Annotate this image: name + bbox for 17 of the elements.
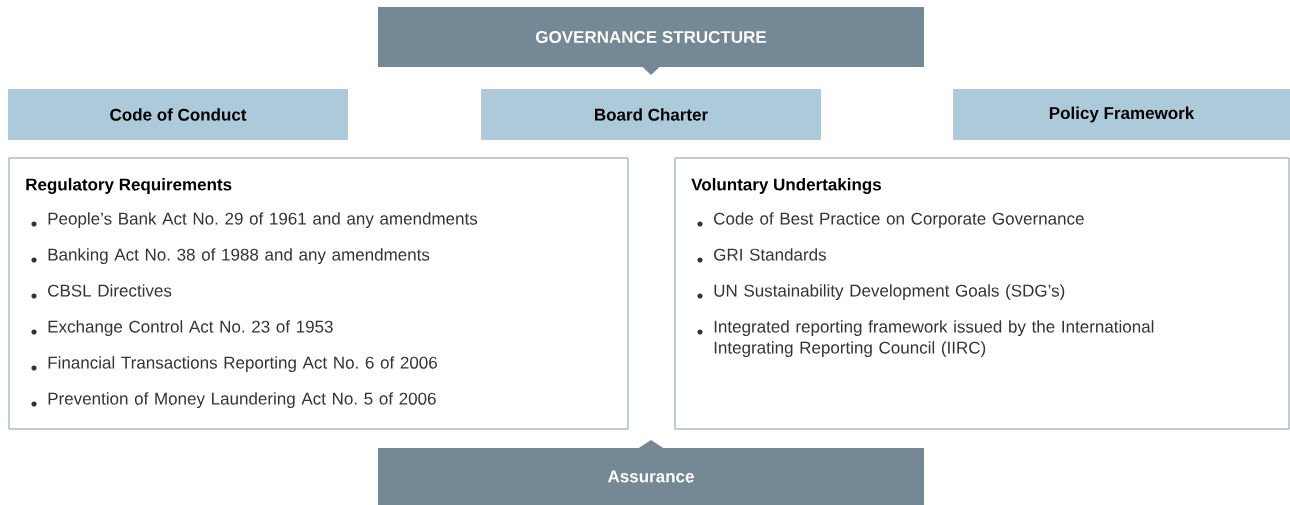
bullet-item: CBSL Directives <box>48 284 172 297</box>
category-box: Code of Conduct <box>8 89 348 140</box>
bullet-item: People’s Bank Act No. 29 of 1961 and any amendments <box>48 212 478 229</box>
bullet-item: Financial Transactions Reporting Act No. 6 of 2006 <box>48 356 437 373</box>
bullet-item: GRI Standards <box>714 248 826 261</box>
heading-banner: Assurance <box>378 440 924 505</box>
bullet-item: Integrated reporting framework issued by the International Integrating Reporting Council (IIRC) <box>714 320 1154 358</box>
panel-heading: Regulatory Requirements <box>26 178 232 194</box>
bullet-item: Exchange Control Act No. 23 of 1953 <box>48 320 333 337</box>
panel-heading: Voluntary Undertakings <box>691 178 881 194</box>
category-box: Board Charter <box>481 89 821 140</box>
bullet-item: Banking Act No. 38 of 1988 and any amendments <box>48 248 430 265</box>
bullet-item: Prevention of Money Laundering Act No. 5 of 2006 <box>48 392 436 409</box>
bullet-item: Code of Best Practice on Corporate Governance <box>714 212 1084 229</box>
bullet-item: UN Sustainability Development Goals (SDG’s) <box>714 284 1065 301</box>
category-box: Policy Framework <box>953 89 1290 140</box>
heading-banner: GOVERNANCE STRUCTURE <box>378 7 924 75</box>
